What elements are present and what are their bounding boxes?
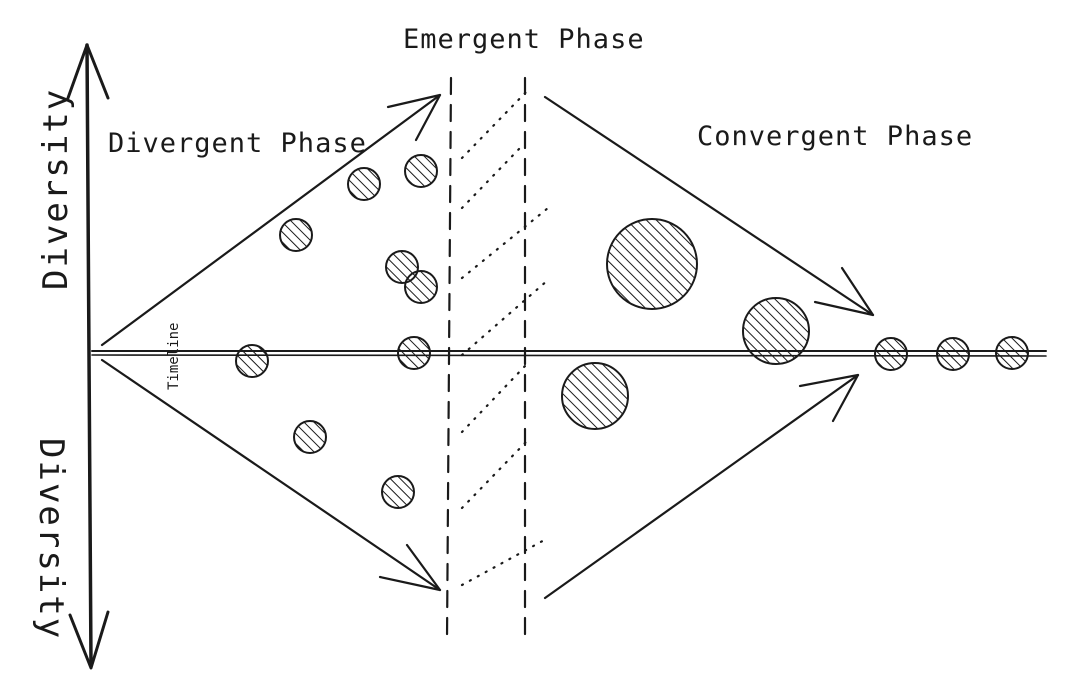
diversity-axis xyxy=(66,43,110,670)
convergent-upper-arrow xyxy=(543,95,875,317)
convergent-phase-label: Convergent Phase xyxy=(697,121,973,152)
hatched-circle xyxy=(995,336,1029,370)
diversity-top-label: Diversity xyxy=(36,88,76,290)
hatched-circle xyxy=(404,154,438,188)
hatched-circle xyxy=(235,344,269,378)
convergent-lower-arrow xyxy=(543,373,860,600)
hatched-circle xyxy=(347,167,381,201)
hatched-circle xyxy=(279,218,313,252)
emergent-dotted-lines xyxy=(460,86,550,587)
hatched-circle xyxy=(404,270,438,304)
hatched-circle xyxy=(397,336,431,370)
timeline-label: Timeline xyxy=(166,323,182,390)
hatched-circle xyxy=(936,337,970,371)
hatched-circle xyxy=(381,475,415,509)
hatched-circle-large xyxy=(606,218,698,310)
divergent-lower-arrow xyxy=(100,358,442,592)
hatched-circle xyxy=(874,337,908,371)
hatched-circle-large xyxy=(561,362,629,430)
emergent-phase-boundaries xyxy=(445,76,527,642)
diversity-bottom-label: Diversity xyxy=(31,438,71,640)
hatched-circle-large xyxy=(742,297,810,365)
convergent-circles xyxy=(561,218,1029,430)
emergent-phase-label: Emergent Phase xyxy=(403,24,645,55)
divergent-circles xyxy=(235,154,438,509)
divergent-phase-label: Divergent Phase xyxy=(108,128,367,159)
divergent-upper-arrow xyxy=(100,93,442,347)
hatched-circle xyxy=(293,420,327,454)
